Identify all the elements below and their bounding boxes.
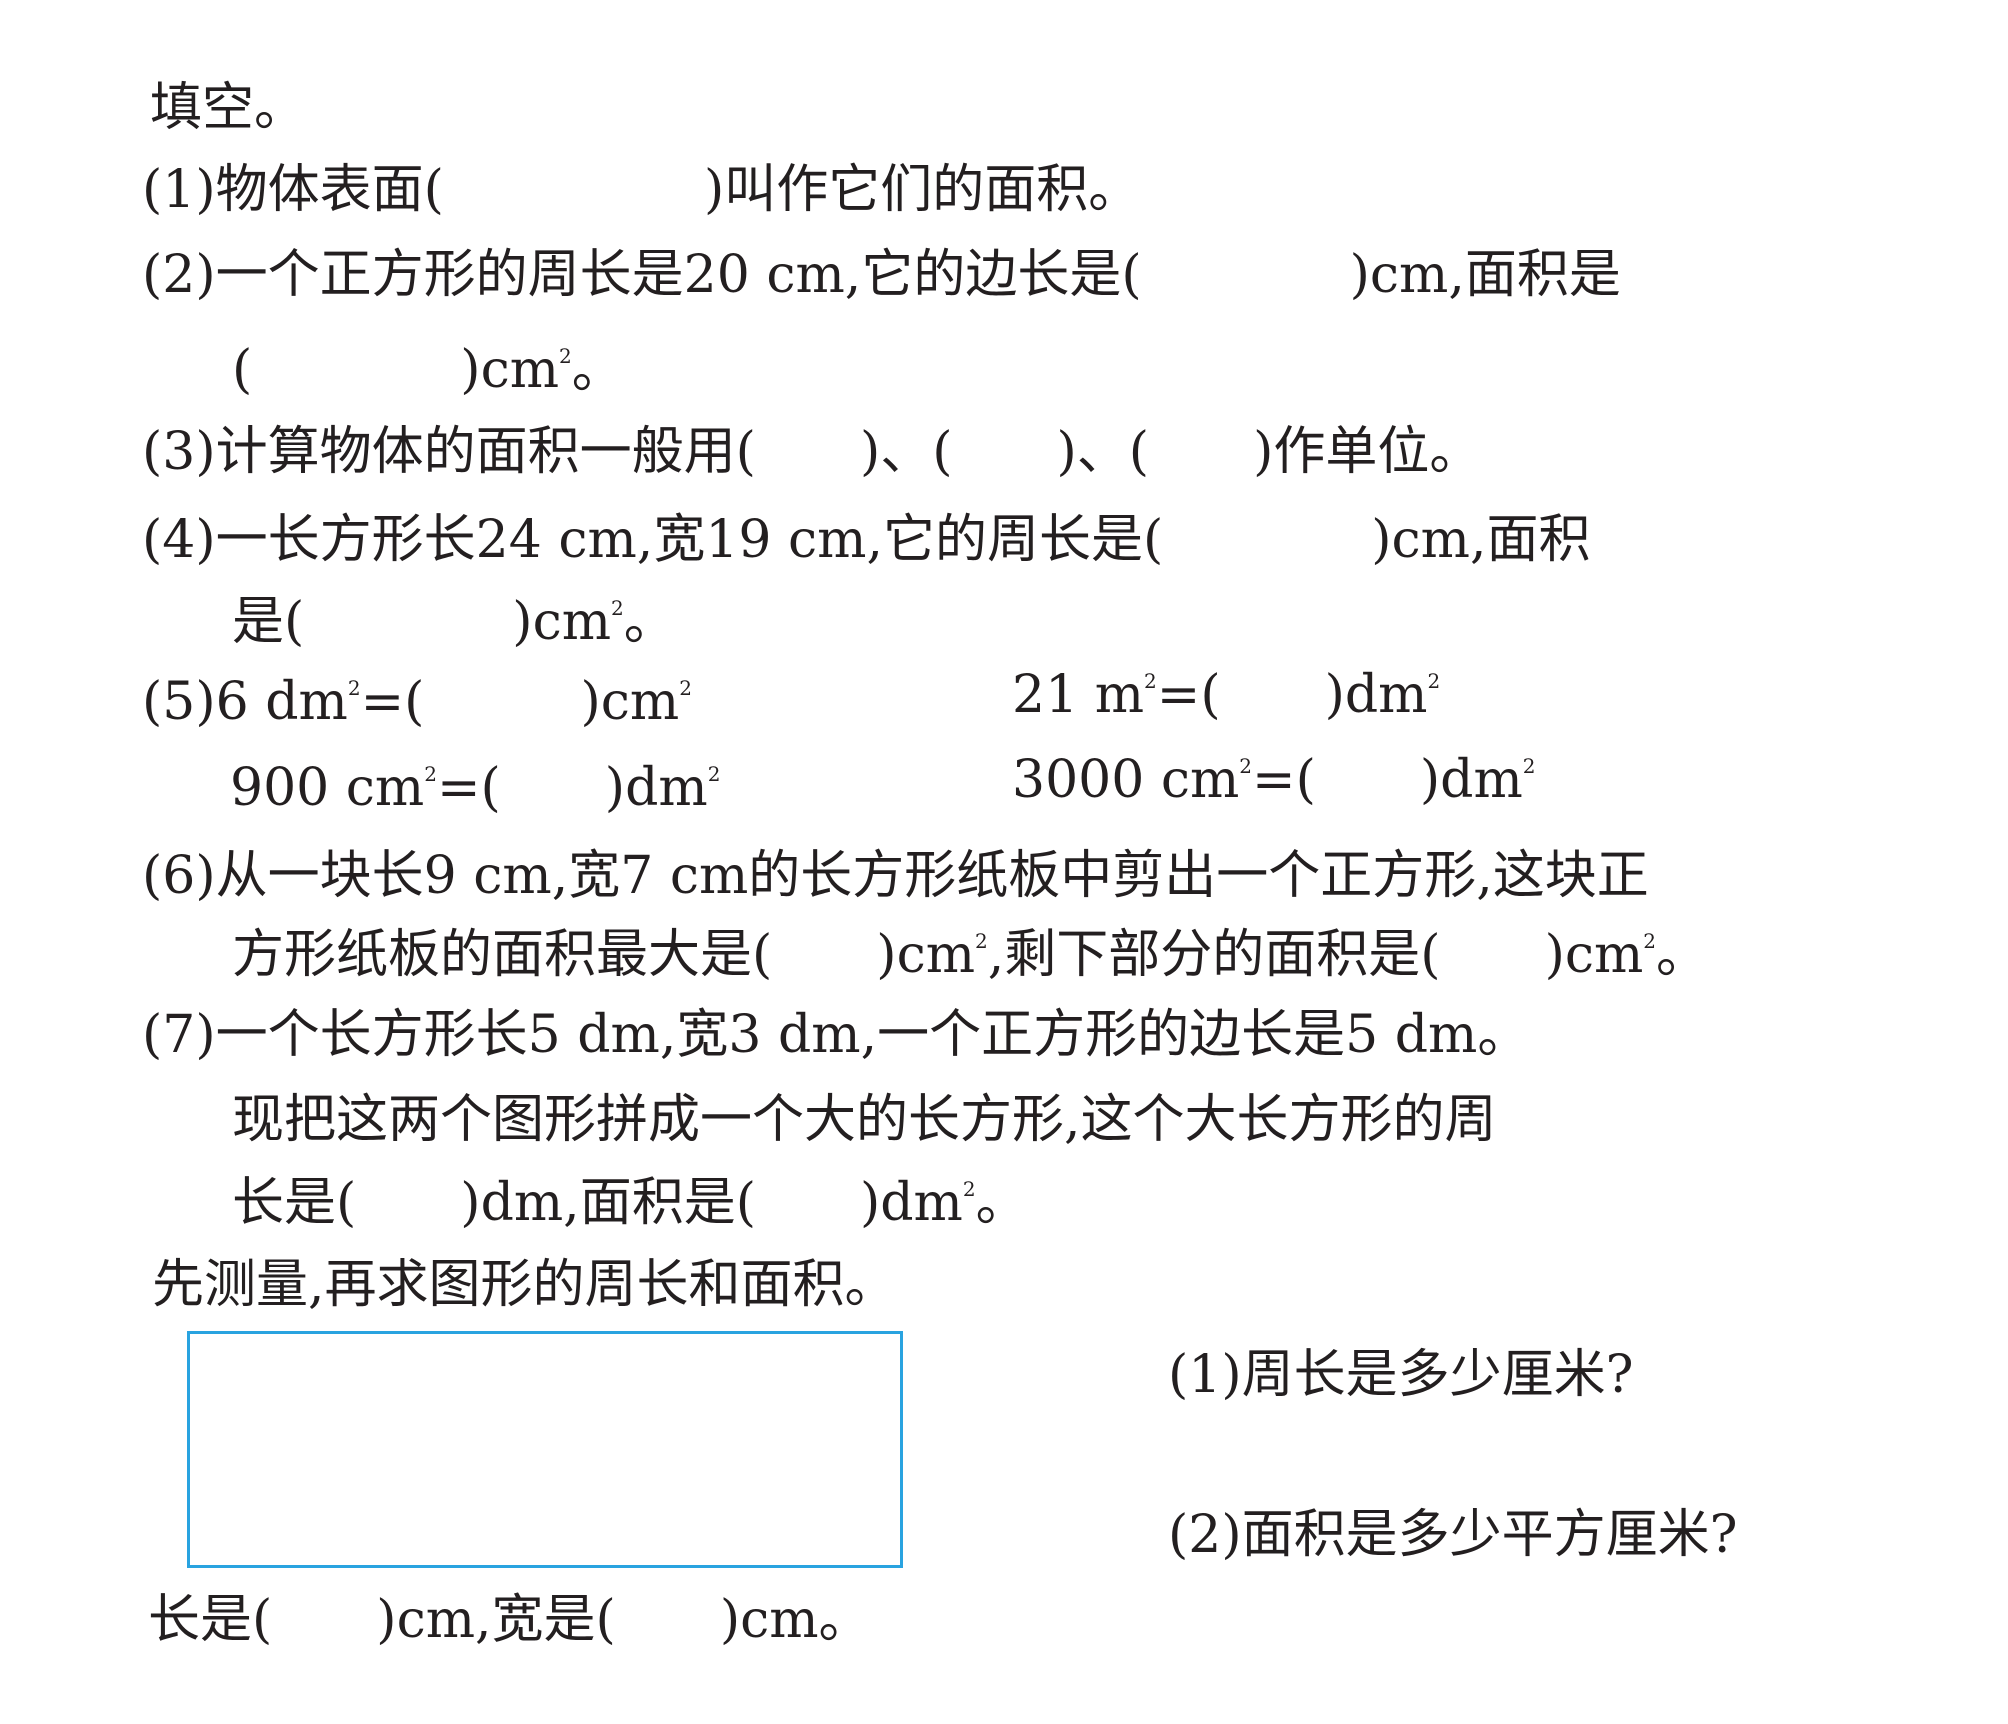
question-7-line-2: 现把这两个图形拼成一个大的长方形,这个大长方形的周 xyxy=(232,1090,1497,1150)
question-7-line-3: 长是( )dm,面积是( )dm2。 xyxy=(232,1173,1028,1233)
measure-question-2: (2)面积是多少平方厘米? xyxy=(1168,1505,1738,1565)
measure-heading: 先测量,再求图形的周长和面积。 xyxy=(152,1255,897,1315)
question-1: (1)物体表面( )叫作它们的面积。 xyxy=(142,160,1141,220)
question-7-line-1: (7)一个长方形长5 dm,宽3 dm,一个正方形的边长是5 dm。 xyxy=(142,1005,1530,1065)
question-5-item-1: (5)6 dm2=( )cm2 xyxy=(142,672,692,732)
question-5-item-4: 3000 cm2=( )dm2 xyxy=(1012,750,1536,810)
measure-question-1: (1)周长是多少厘米? xyxy=(1168,1345,1634,1405)
question-6-line-1: (6)从一块长9 cm,宽7 cm的长方形纸板中剪出一个正方形,这块正 xyxy=(142,846,1649,906)
question-4-line-1: (4)一长方形长24 cm,宽19 cm,它的周长是( )cm,面积 xyxy=(142,510,1591,570)
fill-blank-heading: 填空。 xyxy=(150,78,307,138)
question-5-item-3: 900 cm2=( )dm2 xyxy=(230,758,721,818)
measure-answer-line: 长是( )cm,宽是( )cm。 xyxy=(148,1590,871,1650)
question-2-line-2: ( )cm2。 xyxy=(232,340,624,400)
question-3: (3)计算物体的面积一般用( )、( )、( )作单位。 xyxy=(142,422,1482,482)
question-5-item-2: 21 m2=( )dm2 xyxy=(1012,665,1441,725)
measure-rectangle xyxy=(187,1331,903,1568)
question-2-line-1: (2)一个正方形的周长是20 cm,它的边长是( )cm,面积是 xyxy=(142,245,1621,305)
question-4-line-2: 是( )cm2。 xyxy=(232,592,676,652)
question-6-line-2: 方形纸板的面积最大是( )cm2,剩下部分的面积是( )cm2。 xyxy=(232,925,1709,985)
